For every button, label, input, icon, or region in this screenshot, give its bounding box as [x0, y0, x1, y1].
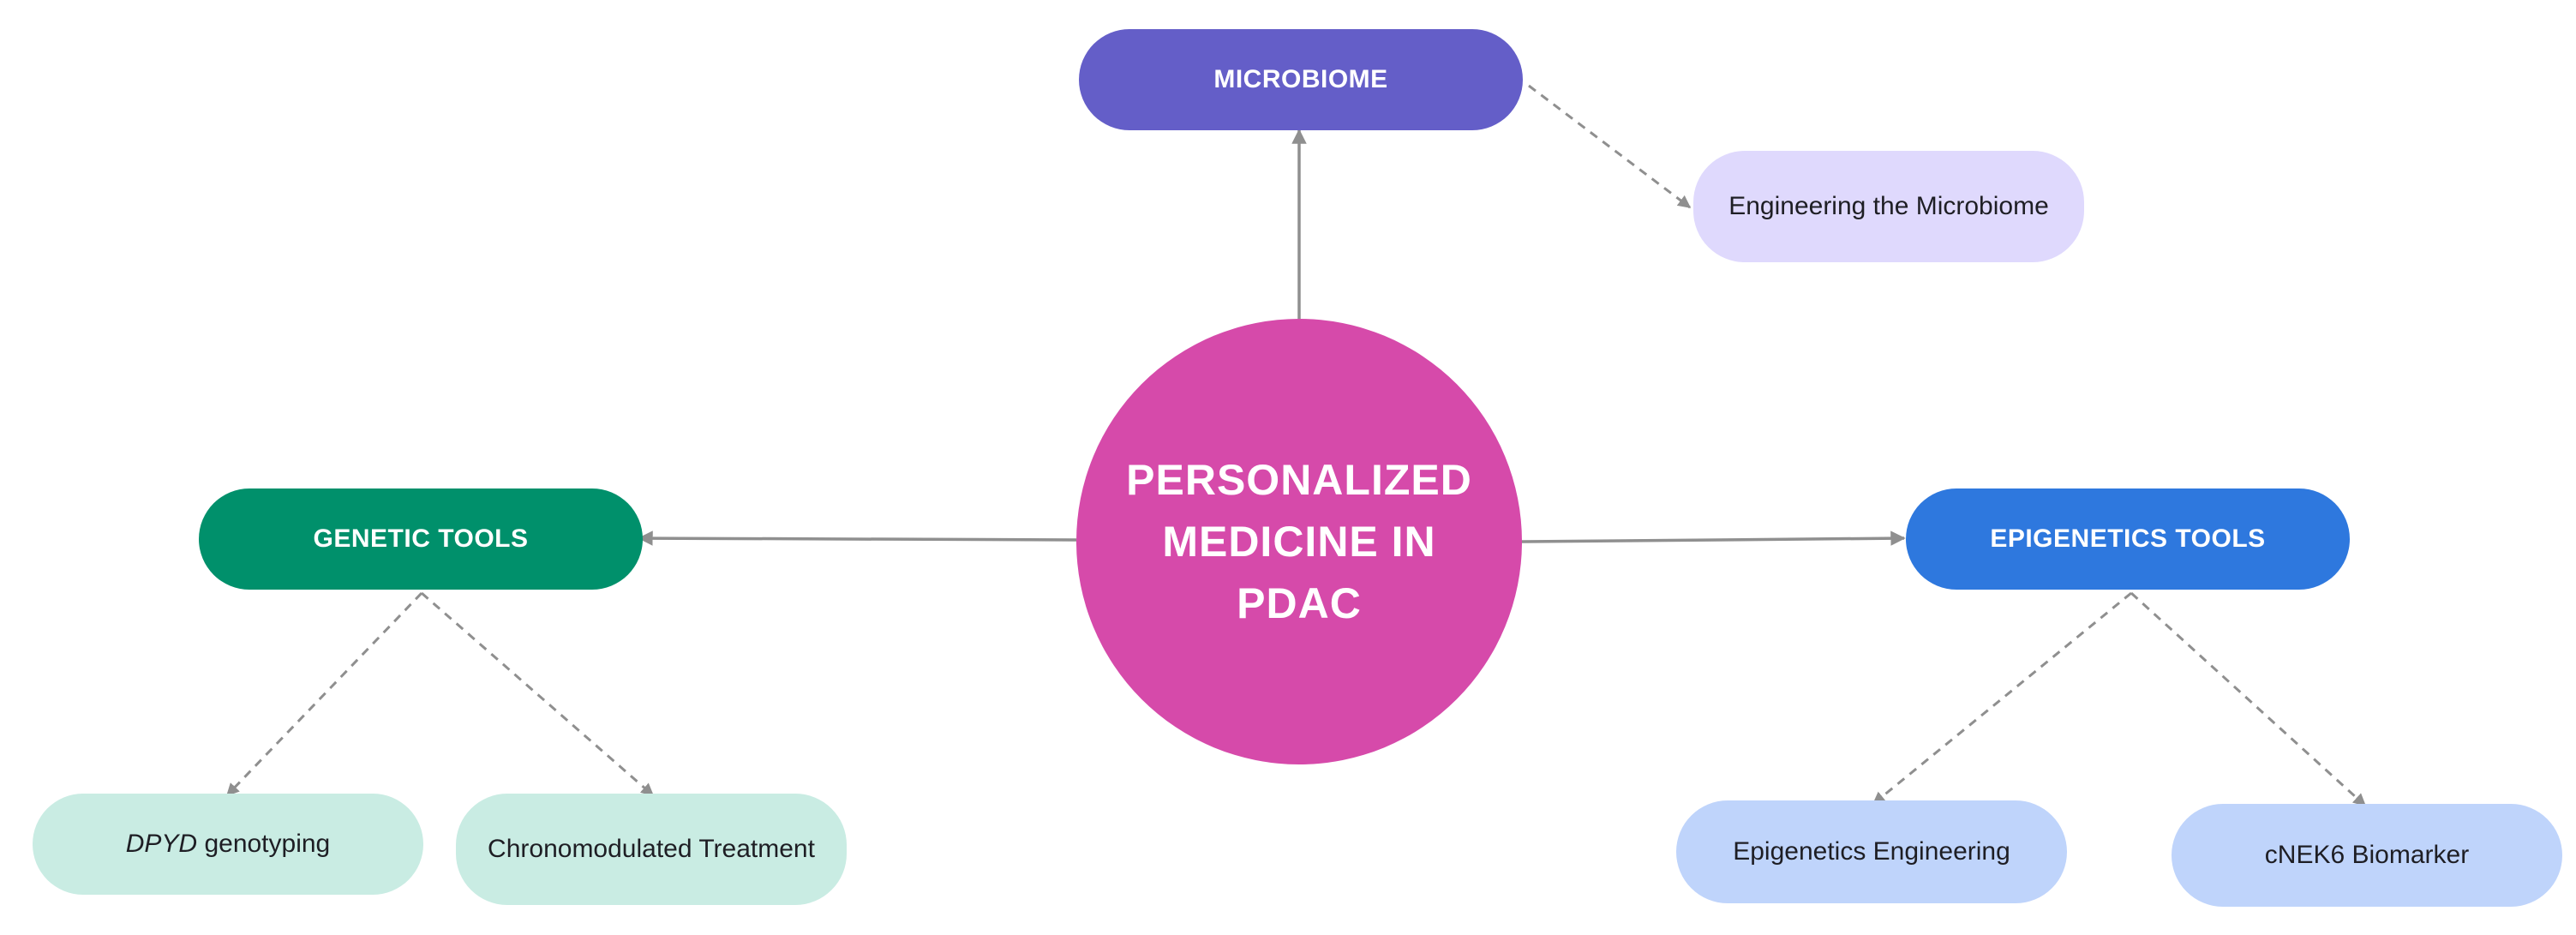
center-node: PERSONALIZED MEDICINE IN PDAC [1076, 319, 1522, 764]
engineering-microbiome-label: Engineering the Microbiome [1728, 192, 2049, 220]
edge-genetic-dpyd [225, 591, 423, 797]
epigenetics-engineering-label: Epigenetics Engineering [1733, 837, 2010, 866]
edge-center-epigenetic [1521, 530, 1906, 546]
epigenetics-tools-label: EPIGENETICS TOOLS [1990, 524, 2266, 553]
cnek6-biomarker-label: cNEK6 Biomarker [2264, 841, 2470, 869]
dpyd-genotyping-node: DPYD genotyping [33, 794, 423, 895]
edge-genetic-chrono [421, 591, 655, 797]
edge-epigenetic-cnek6 [2130, 591, 2367, 807]
dpyd-gene-name: DPYD [125, 830, 198, 858]
genetic-tools-node: GENETIC TOOLS [199, 488, 643, 590]
dpyd-genotyping-suffix: genotyping [197, 830, 331, 858]
epigenetics-tools-node: EPIGENETICS TOOLS [1906, 488, 2350, 590]
chronomodulated-treatment-node: Chronomodulated Treatment [456, 794, 847, 905]
microbiome-node: MICROBIOME [1079, 29, 1523, 130]
engineering-microbiome-node: Engineering the Microbiome [1693, 151, 2084, 262]
chronomodulated-treatment-label: Chronomodulated Treatment [488, 835, 815, 863]
edge-epigenetic-engineering [1872, 591, 2132, 806]
edge-microbiome-engineering [1528, 84, 1692, 209]
edge-center-genetic [638, 530, 1077, 546]
dpyd-genotyping-label: DPYD genotyping [126, 827, 331, 861]
epigenetics-engineering-node: Epigenetics Engineering [1676, 800, 2067, 903]
cnek6-biomarker-node: cNEK6 Biomarker [2172, 804, 2562, 907]
center-node-label: PERSONALIZED MEDICINE IN PDAC [1126, 456, 1472, 627]
microbiome-node-label: MICROBIOME [1213, 65, 1388, 93]
genetic-tools-label: GENETIC TOOLS [313, 524, 529, 553]
